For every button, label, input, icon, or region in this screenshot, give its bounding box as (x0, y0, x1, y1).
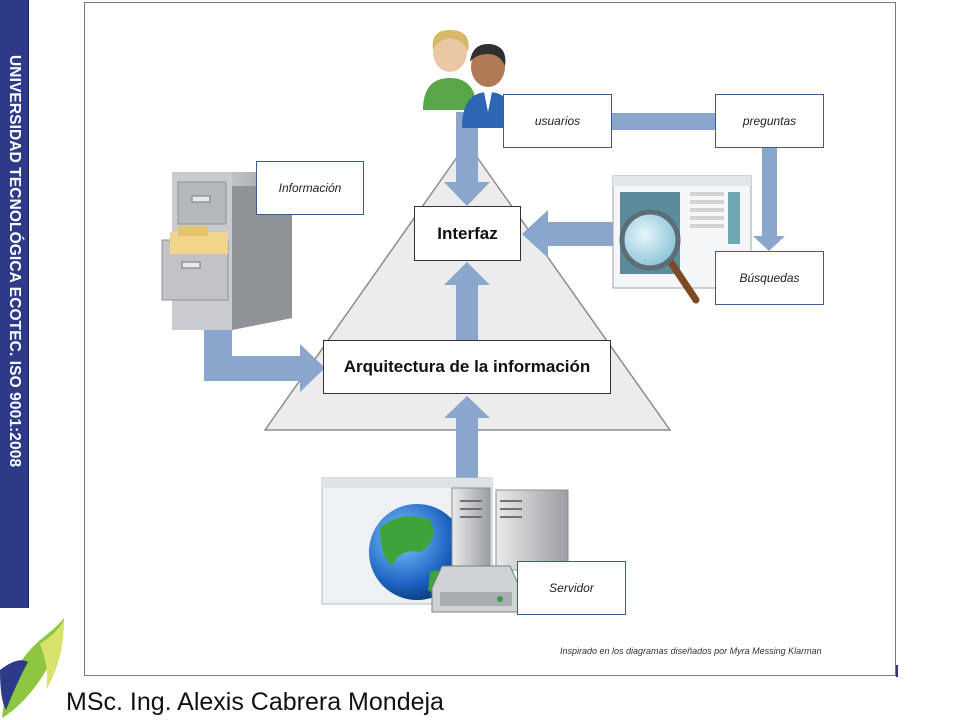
arrow-servidor-to-arquitectura (444, 396, 490, 495)
usuarios-label: usuarios (534, 114, 581, 128)
arrow-informacion-to-arquitectura (204, 325, 325, 392)
university-sidebar: UNIVERSIDAD TECNOLÓGICA ECOTEC. ISO 9001… (0, 0, 29, 608)
arrow-users-to-interfaz (444, 112, 490, 206)
preguntas-box: preguntas (715, 94, 824, 148)
preguntas-label: preguntas (742, 114, 797, 128)
arrow-usuarios-to-preguntas (612, 113, 715, 130)
author-name: MSc. Ing. Alexis Cabrera Mondeja (66, 688, 444, 716)
servidor-label: Servidor (549, 581, 594, 595)
arrow-arquitectura-to-interfaz (444, 262, 490, 340)
ecotec-logo (0, 618, 64, 718)
busquedas-label: Búsquedas (739, 271, 800, 285)
arquitectura-label: Arquitectura de la información (343, 357, 591, 376)
search-window-icon (612, 175, 752, 304)
credit-caption: Inspirado en los diagramas diseñados por… (560, 646, 822, 656)
interfaz-box: Interfaz (414, 206, 521, 261)
busquedas-box: Búsquedas (715, 251, 824, 305)
frame-tick (896, 665, 898, 677)
informacion-box: Información (256, 161, 364, 215)
servidor-box: Servidor (517, 561, 626, 615)
interfaz-label: Interfaz (437, 223, 498, 243)
informacion-label: Información (278, 181, 342, 195)
usuarios-box: usuarios (503, 94, 612, 148)
arrow-preguntas-to-busquedas (753, 148, 785, 251)
arquitectura-box: Arquitectura de la información (323, 340, 611, 394)
arrow-busquedas-to-interfaz (522, 210, 613, 258)
users-icon (423, 30, 515, 128)
server-globe-icon (321, 477, 569, 613)
